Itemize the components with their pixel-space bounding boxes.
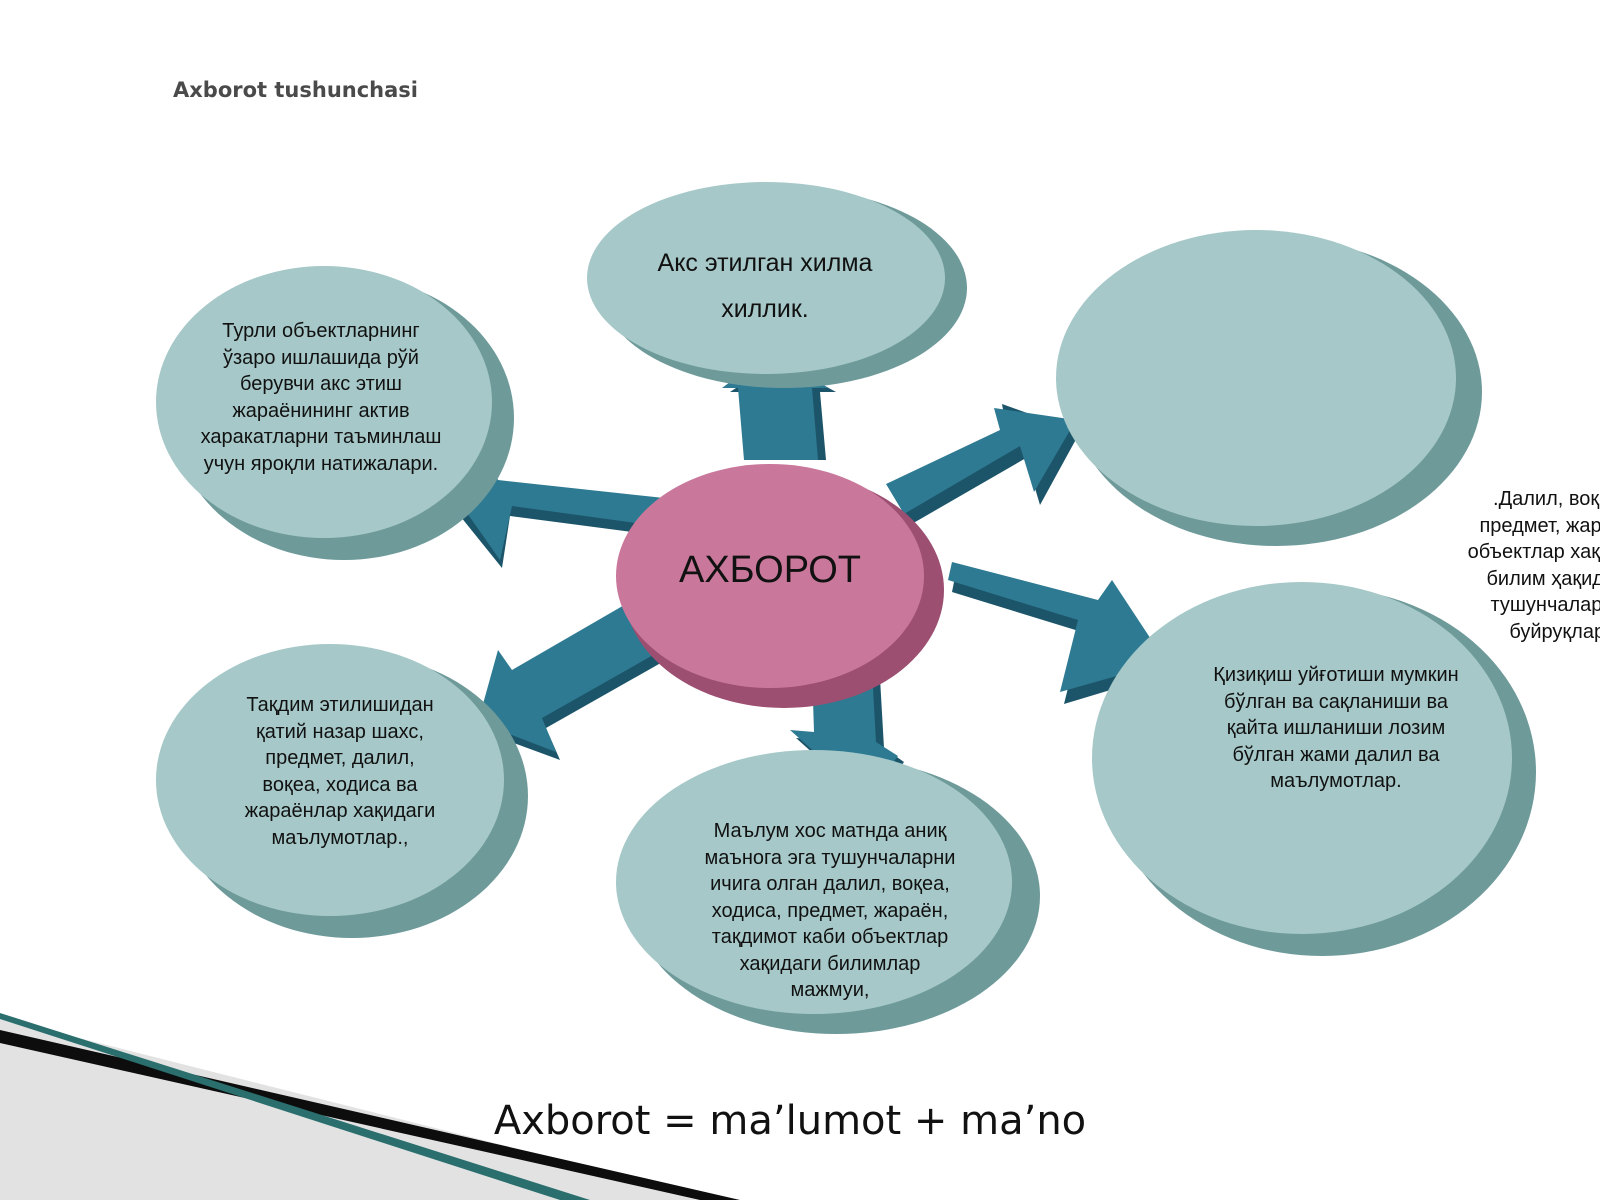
node-top-label: Акс этилган хилма хиллик.: [657, 249, 873, 323]
node-lower-right-label: Қизиқиш уйғотиши мумкин бўлган ва сақлан…: [1213, 664, 1459, 792]
node-upper-right: [1056, 230, 1482, 546]
node-upper-left: [156, 266, 514, 560]
formula-text: Axborot = ma’lumot + ma’no: [493, 1098, 1087, 1144]
outside-right-clip: .Далил, воқеа, предмет, жараён, объектла…: [1440, 486, 1600, 646]
center-label: АХБОРОТ: [678, 549, 862, 591]
node-lower-left: [156, 644, 528, 938]
outside-right-label: .Далил, воқеа, предмет, жараён, объектла…: [1467, 488, 1600, 643]
node-top: [587, 182, 967, 388]
node-bottom: [616, 750, 1040, 1034]
arrow-to-lower-right: [948, 562, 1170, 704]
arrow-to-lower-left: [478, 604, 666, 760]
arrow-to-upper-right: [886, 404, 1080, 525]
node-upper-left-label: Турли объектларнинг ўзаро ишлашида рўй б…: [200, 320, 442, 475]
node-bottom-label: Маълум хос матнда аниқ маънога эга тушун…: [704, 820, 956, 1001]
corner-decoration: [0, 1013, 740, 1200]
center-node: [616, 464, 944, 708]
node-lower-left-label: Тақдим этилишидан қатий назар шахс, пред…: [244, 694, 436, 849]
slide-title: Axborot tushunchasi: [173, 78, 418, 102]
node-lower-right: [1092, 582, 1536, 956]
arrow-to-upper-left: [444, 440, 664, 568]
